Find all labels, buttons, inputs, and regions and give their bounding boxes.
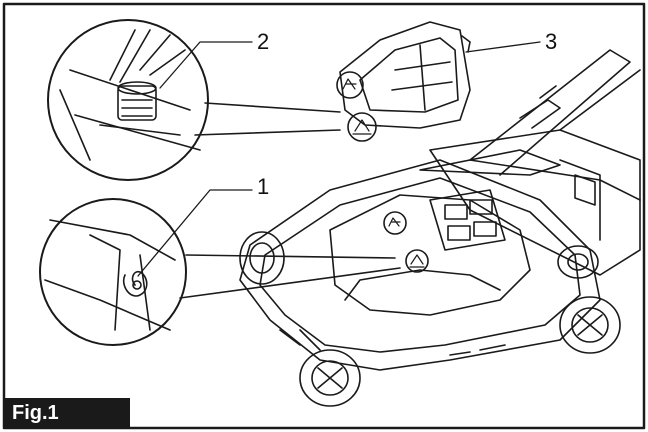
cover-icon-top: [336, 71, 364, 99]
cover-part-3: [336, 21, 471, 142]
rear-left-wheel: [239, 231, 285, 285]
connector-line-2a: [204, 102, 341, 113]
detail-view-1: [39, 198, 187, 346]
connector-line-1a: [185, 254, 396, 259]
lawn-mower-illustration: [239, 49, 641, 407]
front-left-wheel: [299, 349, 361, 407]
connector-line-2b: [194, 129, 341, 136]
figure-label: Fig.1: [4, 398, 130, 428]
detail-view-2: [47, 19, 209, 181]
callout-3: 3: [545, 29, 557, 54]
front-right-wheel: [559, 296, 621, 354]
leader-line-3: [465, 41, 541, 53]
mower-switch-icon-top: [383, 211, 407, 235]
cover-icon-bottom: [347, 112, 377, 142]
callout-1: 1: [257, 174, 269, 199]
mower-switch-icon-bottom: [405, 249, 429, 273]
leader-line-2: [159, 41, 253, 89]
rear-right-wheel: [557, 245, 599, 279]
callout-2: 2: [257, 29, 269, 54]
leader-line-1: [137, 189, 253, 277]
connector-line-1b: [179, 267, 401, 299]
